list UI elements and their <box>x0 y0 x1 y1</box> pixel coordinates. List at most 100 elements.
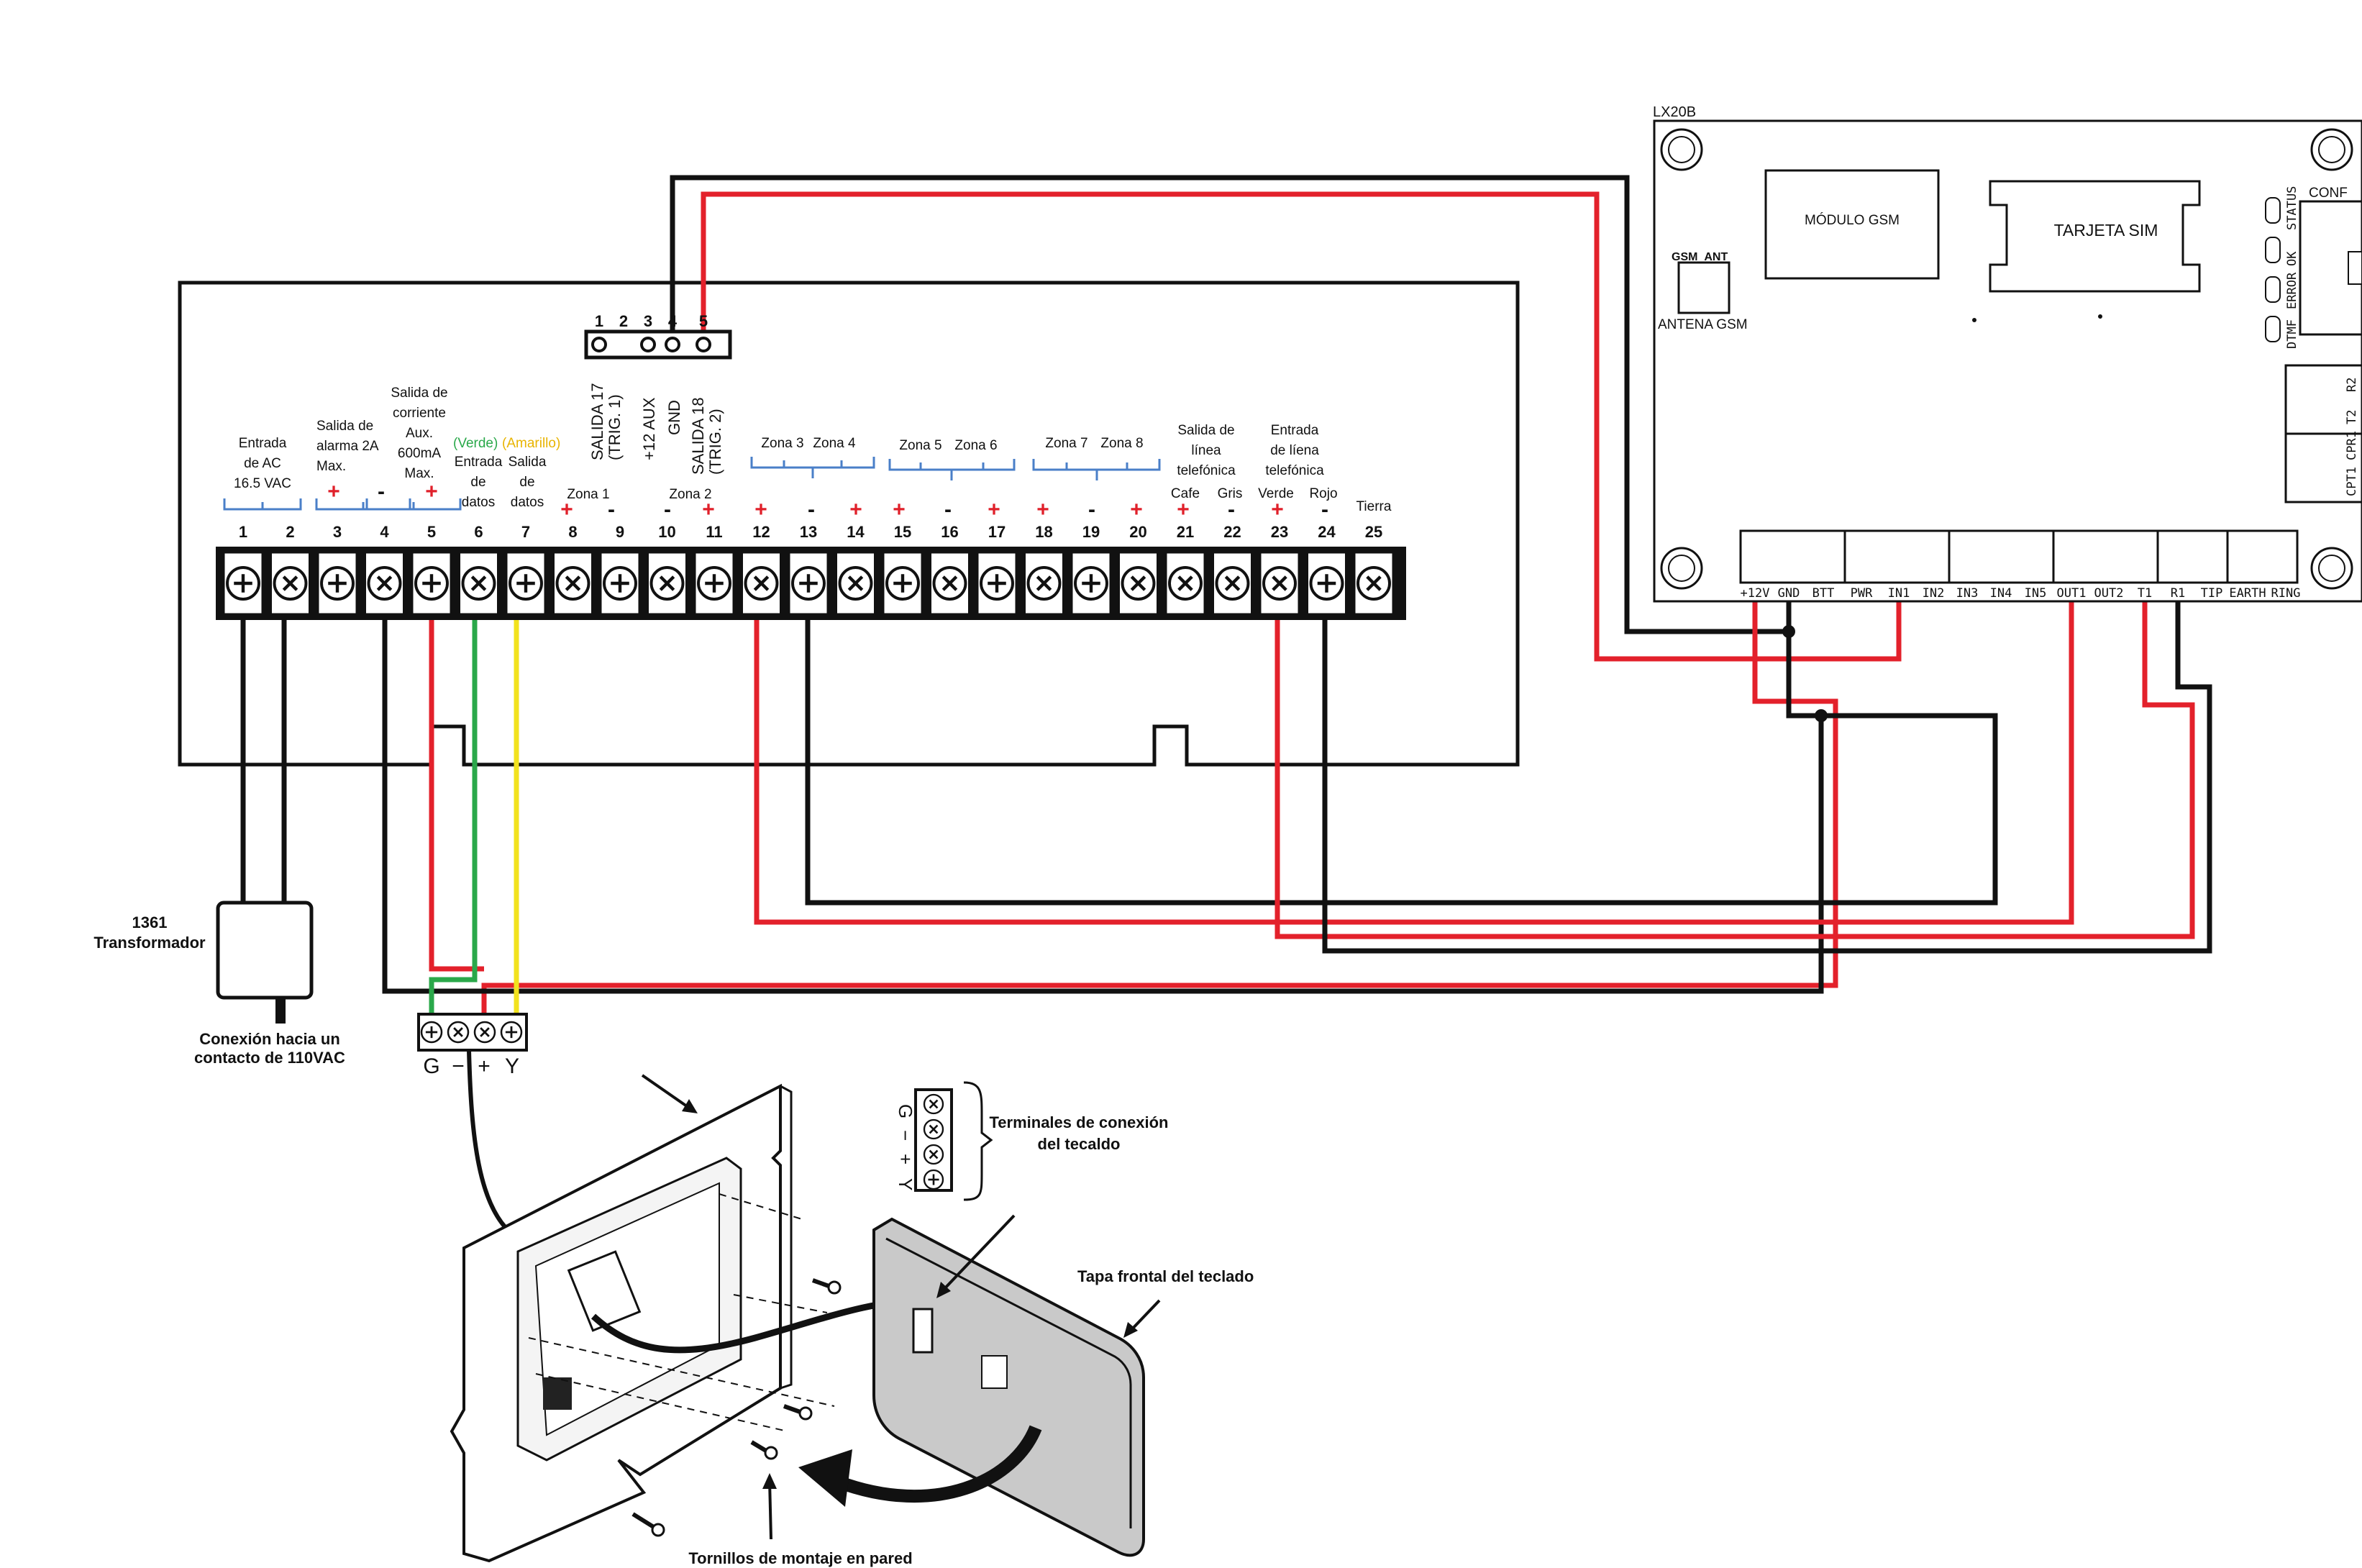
led-label-ok: OK <box>2285 251 2299 266</box>
module-terminal-label: TIP <box>2201 586 2223 601</box>
transformer: 1361 Transformador Conexión hacia un con… <box>94 901 345 1067</box>
label-salida-linea-2: línea <box>1191 443 1221 458</box>
terminal-screw-icon <box>697 566 731 601</box>
board-dot-2 <box>2098 314 2102 319</box>
label-gris: Gris <box>1218 486 1243 501</box>
module-term-block-3 <box>1948 529 2055 584</box>
module-term-block-2 <box>1843 529 1951 584</box>
label-salida-corriente-4: 600mA <box>398 446 442 461</box>
terminals-label-2: del tecaldo <box>1038 1135 1121 1153</box>
terminal-screw-icon <box>1168 566 1203 601</box>
terminal-screw-icon <box>509 566 543 601</box>
label-salida-corriente-1: Salida de <box>391 386 447 401</box>
sign-plus-11: + <box>702 498 715 521</box>
wall-plate-edge <box>780 1085 793 1390</box>
screw-1-icon <box>811 1278 842 1295</box>
label-salida-linea-1: Salida de <box>1177 423 1234 438</box>
terminal-screw-icon <box>1215 566 1250 601</box>
pointer-arrow-wallplate-head <box>682 1099 698 1113</box>
module-terminal-label: OUT2 <box>2094 586 2124 601</box>
keypad-block-screw-icon <box>473 1021 496 1044</box>
module-model: LX20B <box>1653 104 1696 120</box>
module-term-block-5 <box>2156 529 2229 584</box>
screws-label: Tornillos de montaje en pared <box>688 1549 912 1567</box>
label-zona5: Zona 5 <box>899 438 941 453</box>
guide-dashes <box>528 1193 835 1432</box>
wire-black-keypad-g <box>385 988 434 1014</box>
terminal-screw-icon <box>885 566 920 601</box>
board-dot-1 <box>1972 318 1976 322</box>
terminal-screw-icon <box>226 566 260 601</box>
terminal-number: 1 <box>239 523 247 541</box>
module-terminal-label: IN1 <box>1888 586 1910 601</box>
led-label-dtmf: DTMF <box>2285 319 2299 349</box>
front-cover-rim <box>885 1237 1132 1528</box>
label-zona6: Zona 6 <box>954 438 997 453</box>
label-salida-linea-3: telefónica <box>1177 463 1236 478</box>
sign-plus-5: + <box>425 480 438 503</box>
terminal-screws <box>222 551 1395 616</box>
conf-notch <box>2348 251 2362 285</box>
kb-letter-y: Y <box>505 1054 519 1078</box>
terminal-screw-icon <box>744 566 779 601</box>
terminal-number: 13 <box>800 523 817 541</box>
mount-hole-tr <box>2310 128 2353 171</box>
terminal-number: 5 <box>427 523 436 541</box>
label-rojo-t: Rojo <box>1309 486 1337 501</box>
label-zona2: Zona 2 <box>669 487 711 502</box>
gsm-module-label: MÓDULO GSM <box>1805 212 1900 228</box>
label-aux12: +12 AUX <box>640 397 658 460</box>
terminal-screw-icon <box>649 566 685 601</box>
terminal-screw-icon <box>367 566 402 601</box>
bracket-alarma <box>315 498 411 511</box>
wire-red-23-t1 <box>1275 562 2195 939</box>
sign-minus-9: - <box>608 498 615 521</box>
label-entrada-ac-1: Entrada <box>239 436 287 451</box>
trigger-pin-3 <box>640 337 656 352</box>
module-terminal-label: PWR <box>1851 586 1873 601</box>
label-entrada-datos-3: datos <box>462 495 495 510</box>
keypad-terminal-block: G − + Y <box>417 1013 528 1078</box>
led-label-status: STATUS <box>2285 186 2299 230</box>
terminal-number: 25 <box>1365 523 1382 541</box>
terminal-screw-icon <box>1262 566 1297 601</box>
terminal-number: 20 <box>1129 523 1146 541</box>
jack-lower <box>2284 432 2362 503</box>
transformer-connection-1: Conexión hacia un <box>199 1030 340 1048</box>
wire-red-12-out1 <box>754 562 2074 925</box>
front-cover-connector <box>912 1308 934 1354</box>
trigger-pin-1 <box>591 337 607 352</box>
sign-minus-22: - <box>1228 498 1235 521</box>
sign-minus-13: - <box>808 498 815 521</box>
label-salida-corriente-2: corriente <box>393 406 446 421</box>
pointer-arrow-cover <box>1128 1299 1161 1334</box>
trig-num-4: 4 <box>668 312 678 330</box>
sign-plus-18: + <box>1036 498 1049 521</box>
label-salida-corriente-3: Aux. <box>406 426 433 441</box>
junction-dot-2 <box>1815 709 1828 722</box>
module-terminal-label: +12V <box>1741 586 1770 601</box>
terminal-screw-icon <box>603 566 637 601</box>
terminals-label-1: Terminales de conexión <box>989 1113 1168 1131</box>
terminal-screw-icon <box>320 566 355 601</box>
wire-black-24-r1 <box>1322 562 2212 954</box>
sign-minus-10: - <box>664 498 671 521</box>
sign-plus-17: + <box>988 498 1000 521</box>
inset-brace <box>963 1081 993 1201</box>
terminal-number: 11 <box>706 523 722 541</box>
transformer-body <box>216 901 314 1000</box>
wire-black-gnd <box>805 562 1998 906</box>
curved-arrow <box>835 1425 1042 1503</box>
antena-gsm-label: ANTENA GSM <box>1658 317 1748 332</box>
junction-dot-1 <box>1782 625 1795 638</box>
wire-red-5 <box>429 584 484 972</box>
label-zona4: Zona 4 <box>813 436 856 451</box>
module-term-block-1 <box>1739 529 1846 584</box>
gsm-module-box <box>1764 169 1940 280</box>
label-salida-alarma-2: alarma 2A <box>316 439 379 454</box>
curved-arrow-head <box>798 1449 852 1507</box>
wire-red-trig-to-in1 <box>701 191 1902 662</box>
inset-screw-icon <box>923 1118 944 1140</box>
terminal-number: 9 <box>616 523 624 541</box>
